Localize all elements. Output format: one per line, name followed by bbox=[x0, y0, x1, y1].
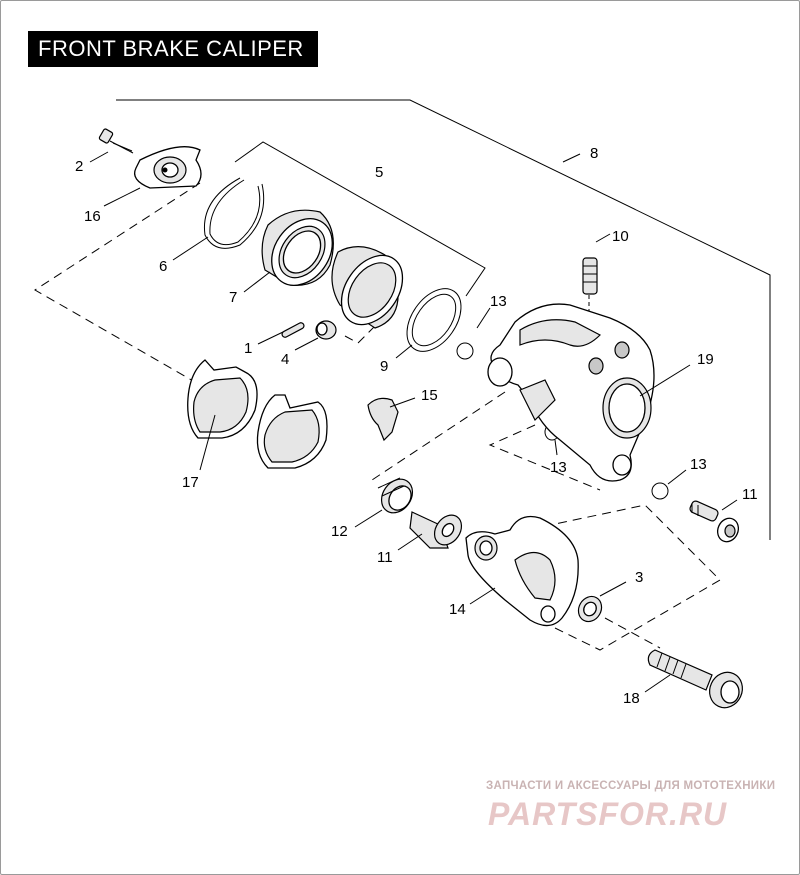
diagram-title: FRONT BRAKE CALIPER bbox=[28, 31, 318, 67]
group-8-bracket bbox=[116, 99, 771, 540]
part-11-sleeve-left bbox=[409, 511, 463, 549]
callout-2: 2 bbox=[75, 158, 83, 175]
leader-7 bbox=[243, 271, 271, 293]
callout-14: 14 bbox=[449, 601, 466, 618]
callout-17: 17 bbox=[182, 474, 199, 491]
part-13-oring-right bbox=[651, 482, 669, 500]
leader-13-middle bbox=[554, 439, 558, 456]
part-11-pin-right bbox=[689, 500, 740, 543]
part-5-piston bbox=[331, 246, 404, 329]
leader-9 bbox=[395, 344, 413, 359]
leader-4 bbox=[294, 337, 319, 351]
part-1-pin bbox=[281, 322, 305, 338]
part-16-plate bbox=[133, 146, 202, 189]
callout-6: 6 bbox=[159, 258, 167, 275]
part-13-oring-upper bbox=[456, 342, 474, 360]
part-17-pad-left bbox=[187, 359, 258, 439]
part-4-plug bbox=[315, 320, 337, 340]
callout-16: 16 bbox=[84, 208, 101, 225]
caliper-body bbox=[487, 303, 655, 482]
part-12-spring bbox=[377, 477, 414, 514]
callout-12: 12 bbox=[331, 523, 348, 540]
leader-12 bbox=[354, 509, 383, 528]
part-17-pad-right bbox=[256, 394, 328, 469]
leader-11-left bbox=[397, 533, 423, 551]
leader-6 bbox=[172, 236, 209, 261]
callout-19: 19 bbox=[697, 351, 714, 368]
callout-11-left: 11 bbox=[377, 549, 393, 566]
bolt-dash-line bbox=[604, 617, 661, 649]
callout-13-upper: 13 bbox=[490, 293, 507, 310]
part-7-seal bbox=[261, 209, 334, 286]
callout-4: 4 bbox=[281, 351, 289, 368]
callout-8: 8 bbox=[590, 145, 598, 162]
part-9-oring bbox=[406, 288, 462, 352]
leader-19 bbox=[639, 364, 691, 397]
leader-3 bbox=[599, 581, 627, 597]
sleeve-dash-line bbox=[371, 391, 506, 481]
leader-14 bbox=[469, 587, 496, 605]
leader-10 bbox=[595, 233, 611, 243]
plug-dash-line bbox=[344, 325, 376, 344]
callout-13-right: 13 bbox=[690, 456, 707, 473]
callout-7: 7 bbox=[229, 289, 237, 306]
watermark-logo: PARTSFOR.RU bbox=[488, 796, 728, 832]
leader-1 bbox=[257, 331, 284, 345]
leader-8 bbox=[562, 153, 581, 163]
callout-5: 5 bbox=[375, 164, 383, 181]
part-14-bracket bbox=[465, 515, 579, 627]
leader-15 bbox=[389, 397, 416, 408]
leader-17 bbox=[199, 414, 216, 471]
part-2-screw bbox=[98, 128, 134, 154]
leader-13-upper bbox=[476, 307, 491, 329]
leader-11-right bbox=[721, 499, 738, 511]
leader-13-right bbox=[667, 469, 687, 485]
callout-1: 1 bbox=[244, 340, 252, 357]
part-18-bolt bbox=[647, 649, 743, 709]
callout-15: 15 bbox=[421, 387, 438, 404]
callout-9: 9 bbox=[380, 358, 388, 375]
callout-18: 18 bbox=[623, 690, 640, 707]
body-lower-dash-line bbox=[488, 424, 601, 491]
leader-16 bbox=[103, 187, 141, 207]
watermark-tagline: ЗАПЧАСТИ И АКСЕССУАРЫ ДЛЯ МОТОТЕХНИКИ bbox=[486, 780, 776, 792]
bracket-dash-line bbox=[469, 504, 721, 651]
part-6-ring bbox=[203, 177, 265, 249]
leader-2 bbox=[89, 151, 109, 163]
group-5-bracket bbox=[234, 141, 486, 297]
callout-10: 10 bbox=[612, 228, 629, 245]
leader-18 bbox=[644, 674, 671, 693]
callout-13-middle: 13 bbox=[550, 459, 567, 476]
part-3-washer bbox=[577, 595, 603, 623]
callout-11-right: 11 bbox=[742, 486, 758, 503]
part-10-bleeder bbox=[582, 257, 598, 345]
callout-3: 3 bbox=[635, 569, 643, 586]
pad-pin-dash-line bbox=[34, 182, 201, 383]
part-15-clip bbox=[367, 397, 399, 442]
